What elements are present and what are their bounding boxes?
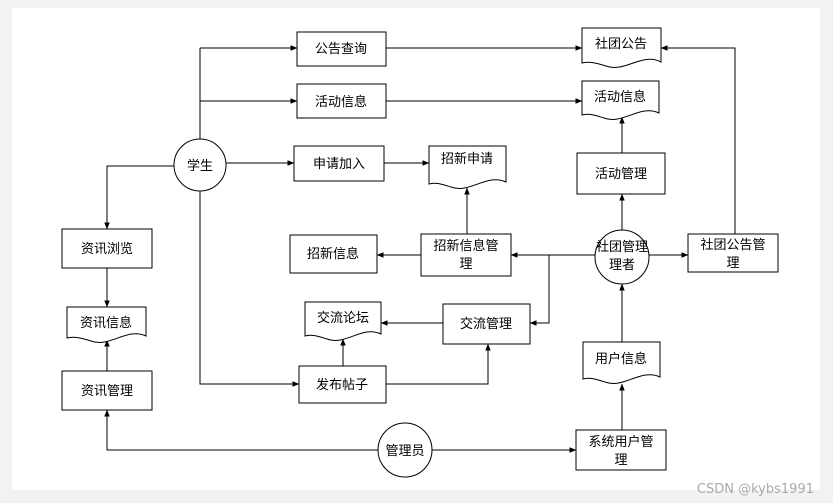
arrow-to-exchange-manage: [529, 255, 550, 326]
label-notice-manage-1: 社团公告管: [700, 237, 765, 253]
label-notice-query: 公告查询: [315, 42, 367, 57]
label-system-user-manage-1: 系统用户管: [588, 434, 653, 450]
node-news-browse: 资讯浏览: [61, 228, 153, 269]
label-recruit-info: 招新信息: [307, 246, 359, 262]
node-club-manager: 社团管理 理者: [594, 229, 650, 285]
node-apply-join: 申请加入: [293, 145, 385, 182]
arrow-to-publish-post: [199, 190, 300, 387]
label-news-info-doc: 资讯信息: [80, 315, 132, 331]
doc-club-notice: 社团公告: [581, 27, 662, 68]
node-notice-query: 公告查询: [296, 31, 387, 67]
doc-recruit-apply: 招新申请: [428, 145, 507, 189]
node-activity-manage: 活动管理: [576, 152, 666, 195]
label-user-info-doc: 用户信息: [595, 351, 647, 367]
label-recruit-apply-doc: 招新申请: [441, 151, 493, 167]
label-admin: 管理员: [385, 444, 424, 459]
label-forum-doc: 交流论坛: [317, 310, 369, 326]
label-student: 学生: [187, 158, 213, 174]
label-publish-post: 发布帖子: [316, 377, 368, 393]
node-recruit-info: 招新信息: [289, 234, 378, 274]
doc-activity-info: 活动信息: [581, 80, 660, 120]
node-admin: 管理员: [377, 422, 433, 478]
label-club-manager-2: 理者: [609, 258, 635, 273]
node-system-user-manage: 系统用户管 理: [575, 429, 667, 471]
arrow-to-news-browse: [104, 165, 174, 230]
label-club-notice-doc: 社团公告: [595, 36, 647, 52]
watermark: CSDN @kybs1991: [697, 482, 814, 497]
arrow-post-to-exchange: [386, 343, 491, 385]
doc-forum: 交流论坛: [304, 301, 382, 341]
doc-user-info: 用户信息: [582, 341, 661, 384]
node-publish-post: 发布帖子: [298, 365, 387, 404]
label-recruit-manage-2: 理: [459, 257, 472, 272]
label-system-user-manage-2: 理: [614, 453, 627, 468]
node-news-manage: 资讯管理: [61, 370, 153, 411]
node-activity-info-process: 活动信息: [296, 83, 387, 119]
label-apply-join: 申请加入: [313, 157, 365, 172]
connectors: [104, 45, 736, 453]
label-activity-info-process: 活动信息: [315, 94, 367, 110]
label-notice-manage-2: 理: [726, 256, 739, 271]
label-club-manager-1: 社团管理: [596, 239, 648, 255]
doc-news-info: 资讯信息: [66, 306, 147, 343]
label-activity-info-doc: 活动信息: [594, 89, 646, 105]
label-exchange-manage: 交流管理: [460, 316, 512, 332]
node-recruit-manage: 招新信息管 理: [420, 233, 512, 277]
arrow-notice-manage-to-doc: [660, 45, 736, 234]
node-notice-manage: 社团公告管 理: [687, 233, 779, 273]
label-news-manage: 资讯管理: [81, 384, 133, 399]
node-student: 学生: [173, 138, 227, 192]
node-exchange-manage: 交流管理: [442, 303, 531, 345]
label-news-browse: 资讯浏览: [81, 241, 133, 257]
arrow-admin-to-news-manage: [104, 409, 378, 451]
label-activity-manage: 活动管理: [595, 167, 647, 182]
label-recruit-manage-1: 招新信息管: [433, 238, 498, 254]
